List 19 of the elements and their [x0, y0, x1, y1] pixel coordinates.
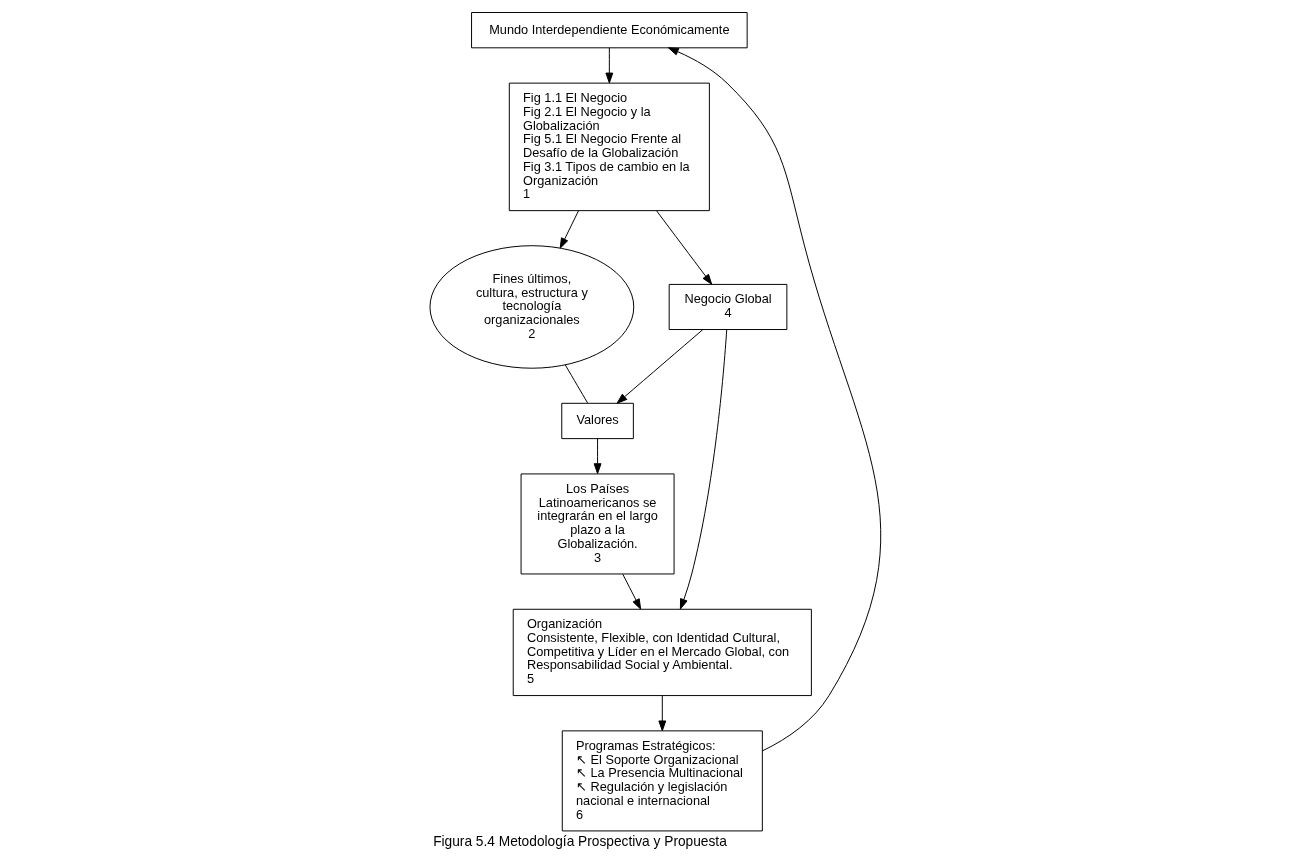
- node-box: Los Países Latinoamericanos se integrarán en el largo plazo a la Globalización. 3: [520, 473, 675, 575]
- node-box: Valores: [561, 402, 634, 440]
- node-box: Negocio Global 4: [668, 283, 788, 330]
- arrow: [622, 573, 642, 610]
- node-ellipse: Fines últimos, cultura, estructura y tecnología organizacionales 2: [429, 245, 635, 369]
- arrow: [605, 47, 614, 84]
- caption: Figura 5.4 Metodología Prospectiva y Propuesta: [433, 833, 727, 849]
- node-box: Organización Consistente, Flexible, con Identidad Cultural, Competitiva y Líder en el Mercado Global, con Responsabilidad Social y Ambiental. 5: [512, 608, 812, 697]
- node-box: Mundo Interdependiente Económicamente: [471, 12, 748, 49]
- node-box: Fig 1.1 El Negocio Fig 2.1 El Negocio y la Globalización Fig 5.1 El Negocio Frente al Desafío de la Globalización Fig 3.1 Tipos de cambio en la Organización 1: [508, 82, 710, 212]
- arrow: [616, 329, 704, 404]
- arrow: [656, 210, 713, 285]
- arrow: [667, 47, 881, 752]
- arrow: [658, 695, 667, 732]
- arrow: [559, 210, 579, 249]
- arrow: [593, 438, 602, 474]
- node-box: Programas Estratégicos: ↖ El Soporte Organizacional ↖ La Presencia Multinacional ↖ Regulación y legislación nacional e internacional 6: [561, 730, 763, 832]
- connector: [564, 364, 588, 404]
- arrow: [679, 329, 728, 610]
